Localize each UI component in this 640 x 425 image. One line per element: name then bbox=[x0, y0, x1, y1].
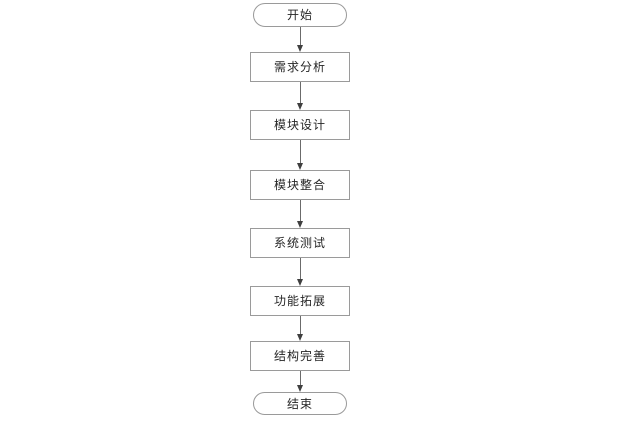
flow-node-label: 模块设计 bbox=[273, 118, 326, 132]
flow-node-end: 结束 bbox=[253, 392, 347, 415]
flow-arrow bbox=[297, 27, 304, 52]
arrow-head-icon bbox=[297, 45, 303, 52]
flow-node-start: 开始 bbox=[253, 3, 347, 27]
arrow-head-icon bbox=[297, 279, 303, 286]
arrow-head-icon bbox=[297, 334, 303, 341]
flow-node-step6: 结构完善 bbox=[250, 341, 350, 371]
flow-node-step1: 需求分析 bbox=[250, 52, 350, 82]
flow-node-label: 模块整合 bbox=[273, 178, 326, 192]
flow-arrow bbox=[297, 200, 304, 228]
arrow-line bbox=[300, 27, 301, 47]
arrow-head-icon bbox=[297, 103, 303, 110]
arrow-head-icon bbox=[297, 221, 303, 228]
flow-arrow bbox=[297, 371, 304, 392]
flow-arrow bbox=[297, 316, 304, 341]
flow-arrow bbox=[297, 258, 304, 286]
flow-node-step4: 系统测试 bbox=[250, 228, 350, 258]
flow-node-label: 需求分析 bbox=[273, 60, 326, 74]
arrow-line bbox=[300, 140, 301, 165]
flow-node-step3: 模块整合 bbox=[250, 170, 350, 200]
arrow-line bbox=[300, 371, 301, 387]
arrow-head-icon bbox=[297, 385, 303, 392]
flow-node-label: 系统测试 bbox=[273, 236, 326, 250]
flow-node-label: 功能拓展 bbox=[273, 294, 326, 308]
flow-node-label: 结束 bbox=[286, 396, 313, 411]
flow-arrow bbox=[297, 140, 304, 170]
flow-node-label: 开始 bbox=[286, 8, 313, 22]
arrow-line bbox=[300, 258, 301, 281]
arrow-head-icon bbox=[297, 163, 303, 170]
arrow-line bbox=[300, 82, 301, 105]
flow-node-step2: 模块设计 bbox=[250, 110, 350, 140]
arrow-line bbox=[300, 200, 301, 223]
arrow-line bbox=[300, 316, 301, 336]
flow-node-label: 结构完善 bbox=[273, 349, 326, 363]
flow-node-step5: 功能拓展 bbox=[250, 286, 350, 316]
flow-arrow bbox=[297, 82, 304, 110]
